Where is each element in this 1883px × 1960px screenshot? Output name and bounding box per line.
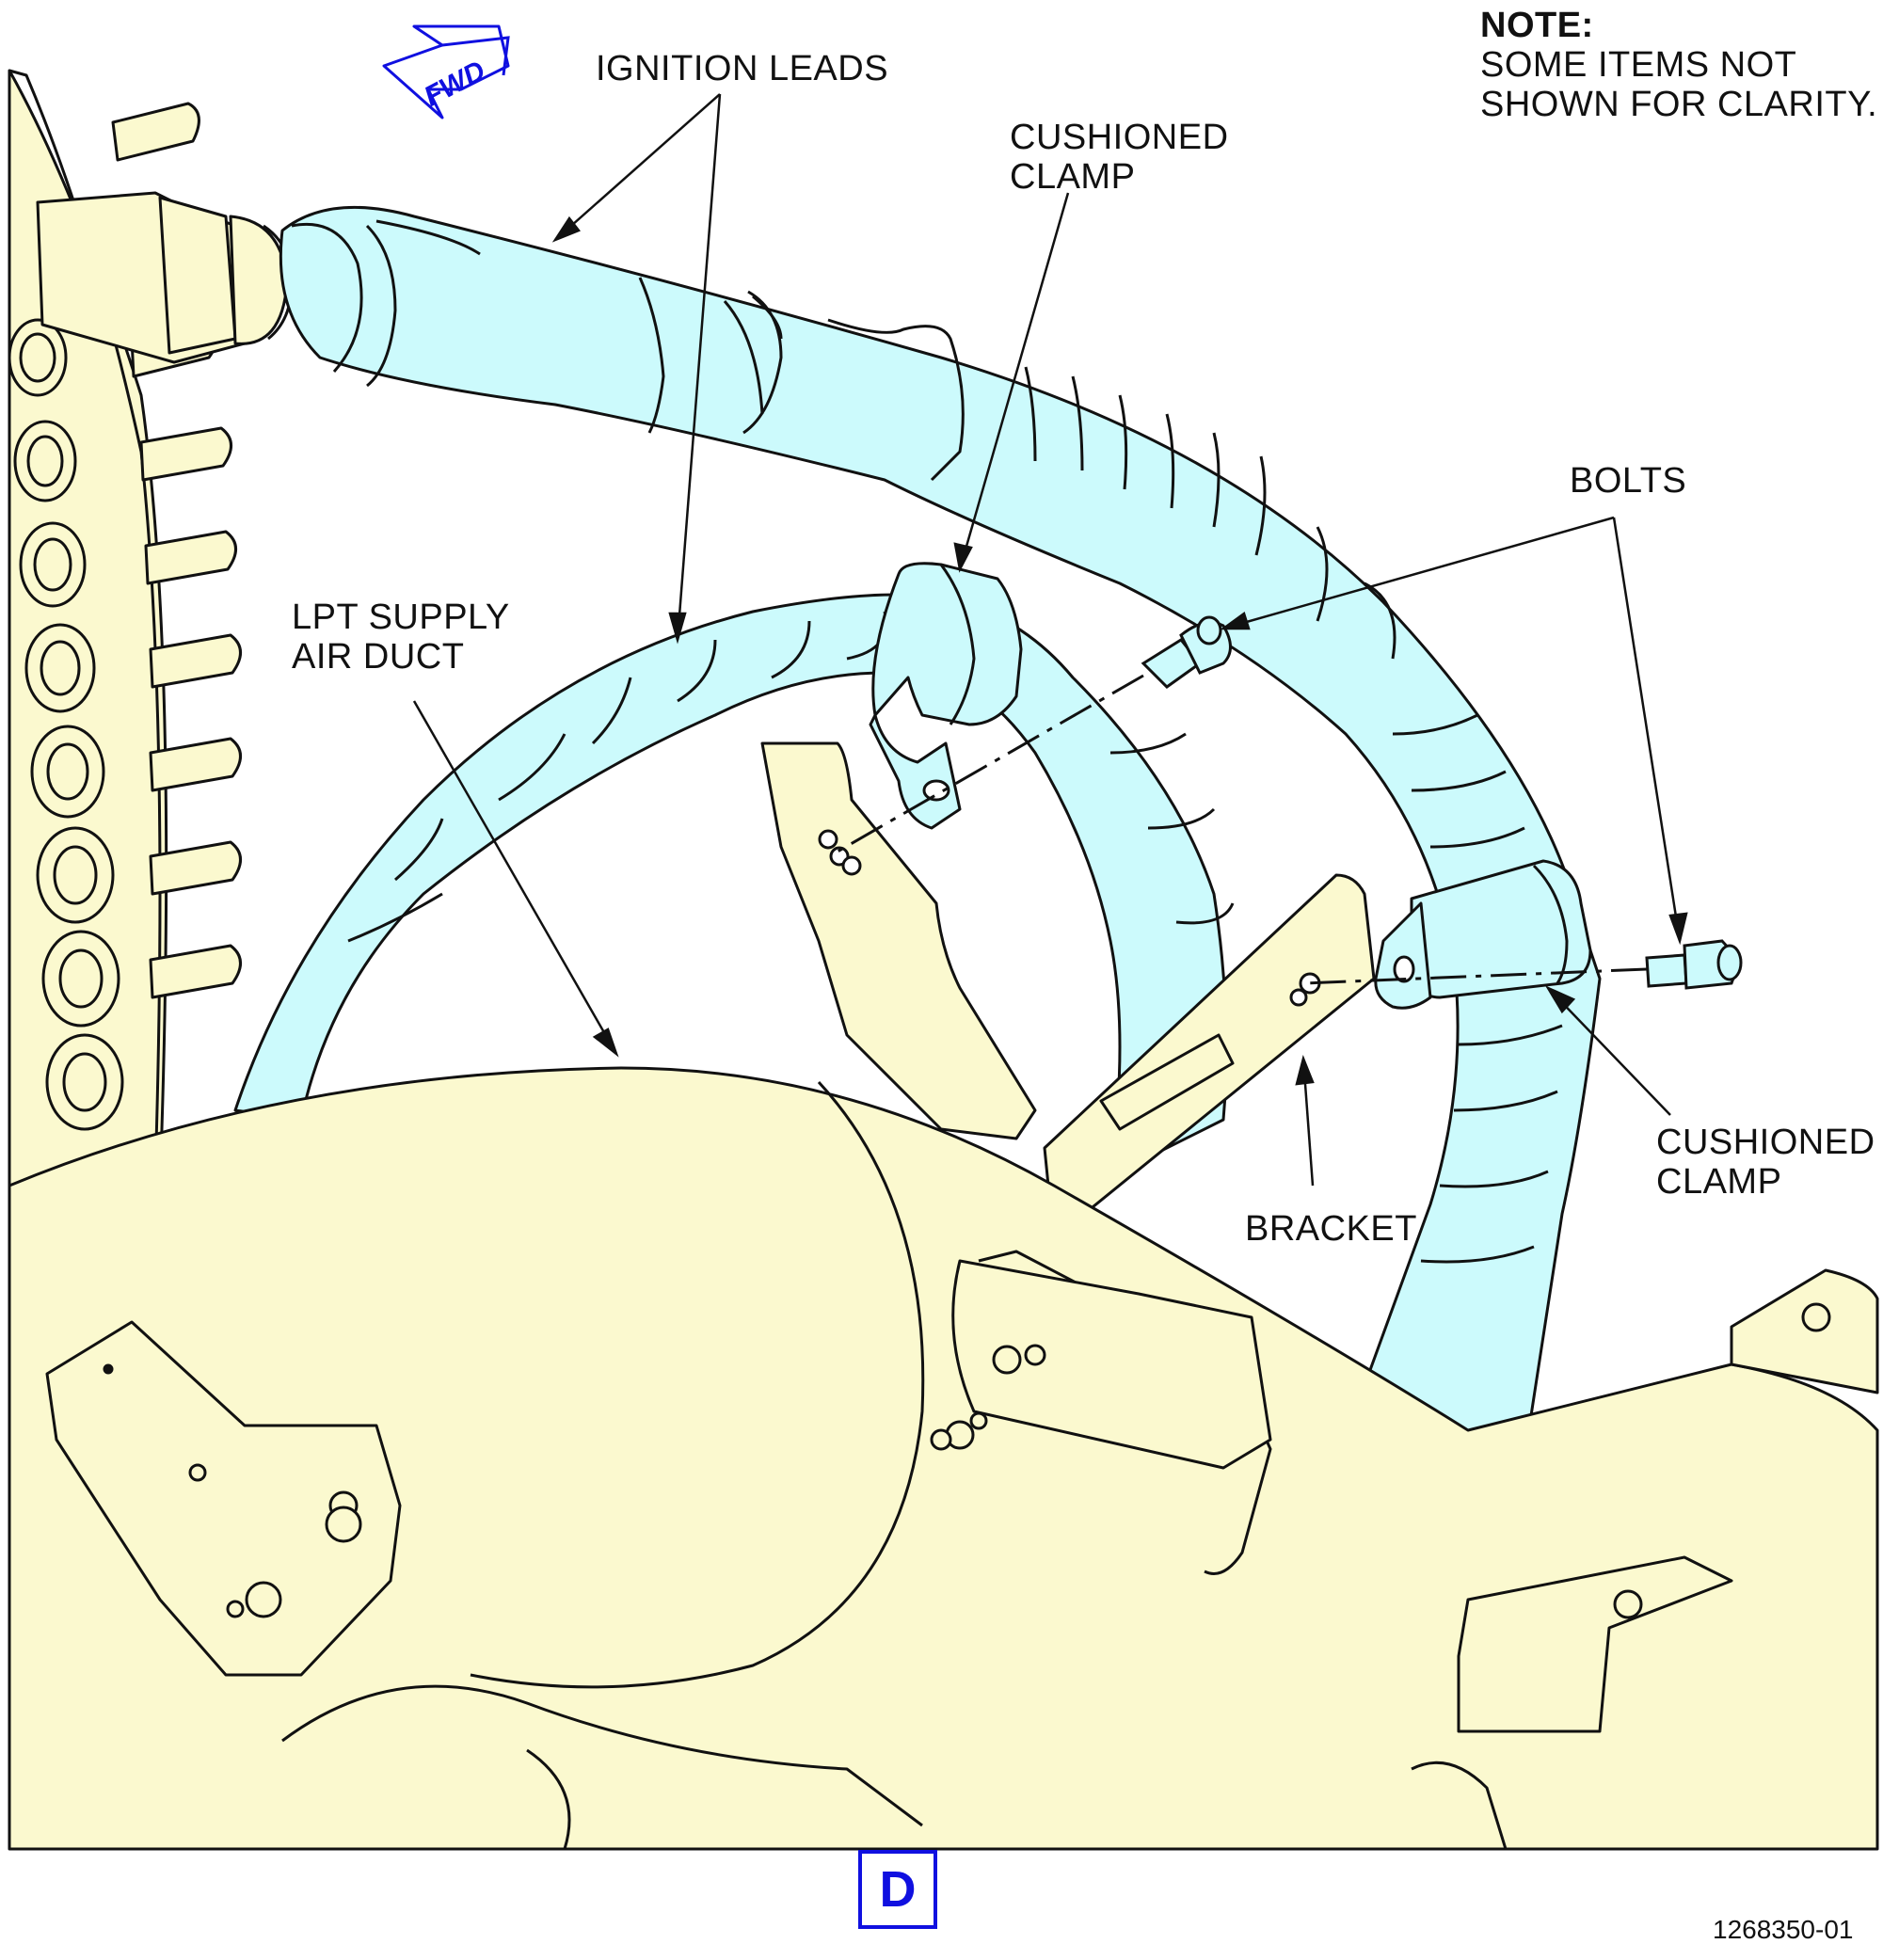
assembly-centerlines bbox=[837, 674, 1648, 985]
label-bolts: BOLTS bbox=[1570, 461, 1687, 501]
cushioned-clamp-upper bbox=[869, 562, 1023, 830]
bolt-lower bbox=[1645, 939, 1743, 990]
label-cushioned-clamp-right: CUSHIONED CLAMP bbox=[1656, 1123, 1875, 1202]
case-bosses bbox=[8, 318, 124, 1131]
note-line-1: SOME ITEMS NOT bbox=[1480, 45, 1797, 85]
note-block: NOTE: SOME ITEMS NOT SHOWN FOR CLARITY. bbox=[1480, 6, 1877, 124]
note-title: NOTE: bbox=[1480, 6, 1594, 45]
case-studs bbox=[111, 102, 242, 999]
engine-case-flange bbox=[8, 69, 242, 1187]
label-bracket: BRACKET bbox=[1245, 1209, 1417, 1249]
view-label: D bbox=[858, 1850, 937, 1929]
lpt-supply-air-duct bbox=[8, 1066, 1879, 1851]
ignition-lead-upper bbox=[36, 191, 1602, 1460]
forward-direction-arrow-icon: FWD bbox=[382, 24, 510, 120]
note-line-2: SHOWN FOR CLARITY. bbox=[1480, 85, 1878, 124]
label-cushioned-clamp-top: CUSHIONED CLAMP bbox=[1010, 118, 1229, 197]
label-ignition-leads: IGNITION LEADS bbox=[596, 49, 889, 88]
leader-lines bbox=[412, 93, 1688, 1187]
bolt-upper bbox=[1141, 615, 1232, 689]
label-lpt-supply-air-duct: LPT SUPPLY AIR DUCT bbox=[292, 598, 510, 677]
figure-number: 1268350-01 bbox=[1713, 1915, 1854, 1944]
